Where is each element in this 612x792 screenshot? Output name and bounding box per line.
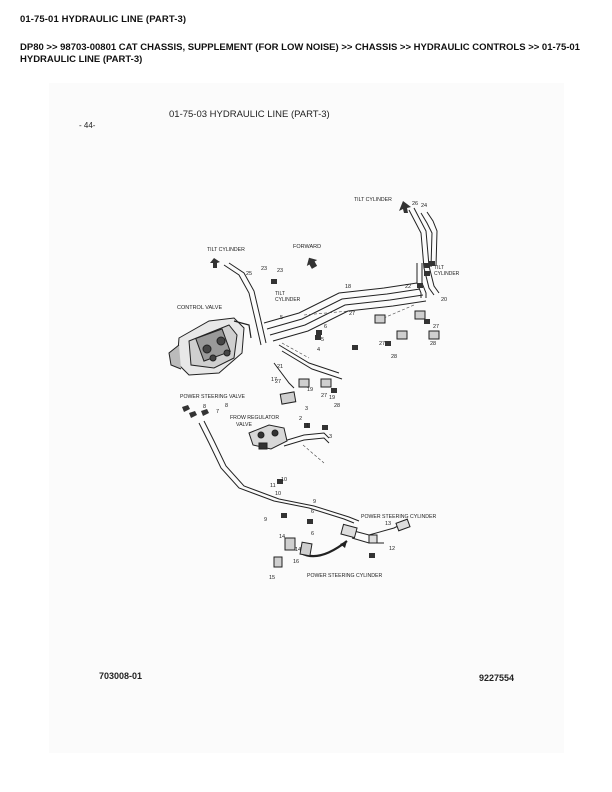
callout-16: 16 xyxy=(293,559,299,565)
callout-17: 17 xyxy=(271,377,277,383)
label-control-valve: CONTROL VALVE xyxy=(177,305,222,311)
callout-9b: 9 xyxy=(313,499,316,505)
control-valve xyxy=(168,317,252,376)
callout-6c: 6 xyxy=(311,531,314,537)
label-flow-regulator-valve: FROW REGULATOR xyxy=(230,415,279,421)
callout-27b: 27 xyxy=(379,341,385,347)
callout-27e: 27 xyxy=(275,379,281,385)
tilt-arrow-top-icon xyxy=(399,201,411,213)
callout-22: 22 xyxy=(405,284,411,290)
callout-23: 23 xyxy=(261,266,267,272)
diagram-sheet: - 44- 01-75-03 HYDRAULIC LINE (PART-3) F… xyxy=(49,83,564,753)
callout-24: 24 xyxy=(421,203,427,209)
callout-28c: 28 xyxy=(334,403,340,409)
ps-cylinder xyxy=(340,518,411,544)
callout-28b: 28 xyxy=(430,341,436,347)
forward-arrow-icon xyxy=(306,257,318,269)
callout-14b: 14 xyxy=(295,547,301,553)
callout-27c: 27 xyxy=(433,324,439,330)
label-forward: FORWARD xyxy=(293,244,321,250)
callout-11: 11 xyxy=(270,483,276,489)
callout-18: 18 xyxy=(345,284,351,290)
callout-numbers: 1 2 3 4 5 6 7 8 9 10 11 12 13 14 15 16 1… xyxy=(203,201,447,581)
callout-19: 19 xyxy=(307,387,313,393)
callout-1: 1 xyxy=(306,423,309,429)
sheet-section-title: 01-75-03 HYDRAULIC LINE (PART-3) xyxy=(169,109,330,120)
hydraulic-line-diagram: - 44- 01-75-03 HYDRAULIC LINE (PART-3) F… xyxy=(79,109,514,683)
callout-26: 26 xyxy=(412,201,418,207)
label-tilt-cylinder-left: TILT CYLINDER xyxy=(207,247,245,253)
callout-5: 5 xyxy=(321,337,324,343)
tilt-arrow-left-icon xyxy=(210,258,220,268)
callout-25: 25 xyxy=(246,271,252,277)
callout-8b: 8 xyxy=(225,403,228,409)
callout-numbers-repeat: 23 5 27 27 28 27 28 19 27 3 9 6 10 6 14 … xyxy=(225,268,439,553)
callout-13: 13 xyxy=(385,521,391,527)
callout-10: 10 xyxy=(281,477,287,483)
callout-27: 27 xyxy=(349,311,355,317)
pipe-group xyxy=(198,207,440,558)
callout-6: 6 xyxy=(324,324,327,330)
label-power-steering-valve: POWER STEERING VALVE xyxy=(180,394,245,400)
ps-valve-fittings xyxy=(182,405,209,418)
label-flow-regulator-valve-2: VALVE xyxy=(236,422,252,428)
callout-28: 28 xyxy=(391,354,397,360)
callout-19b: 19 xyxy=(329,395,335,401)
callout-21: 21 xyxy=(277,364,283,370)
callout-15: 15 xyxy=(269,575,275,581)
sheet-page-number: - 44- xyxy=(79,121,96,130)
label-tilt-cylinder-mid: TILT xyxy=(275,291,285,297)
callout-27d: 27 xyxy=(321,393,327,399)
callout-3b: 3 xyxy=(329,434,332,440)
ps-arrow-icon xyxy=(340,541,347,548)
callout-14: 14 xyxy=(279,534,285,540)
callout-5b: 5 xyxy=(280,315,283,321)
label-ps-cylinder-right: POWER STEERING CYLINDER xyxy=(361,514,436,520)
callout-12: 12 xyxy=(389,546,395,552)
label-ps-cylinder-bottom: POWER STEERING CYLINDER xyxy=(307,573,382,579)
fitting-nuts xyxy=(271,261,435,558)
page-title: 01-75-01 HYDRAULIC LINE (PART-3) xyxy=(20,14,187,25)
callout-8: 8 xyxy=(203,404,206,410)
callout-3: 3 xyxy=(305,406,308,412)
flow-regulator-valve xyxy=(248,424,288,450)
callout-9: 9 xyxy=(264,517,267,523)
label-tilt-cylinder-top: TILT CYLINDER xyxy=(354,197,392,203)
callout-4: 4 xyxy=(317,347,320,353)
callout-7: 7 xyxy=(216,409,219,415)
label-tilt-cylinder-right-2: CYLINDER xyxy=(434,271,460,277)
label-tilt-cylinder-right: TILT xyxy=(434,265,444,271)
drawing-number: 703008-01 xyxy=(99,671,142,681)
callout-23b: 23 xyxy=(277,268,283,274)
label-tilt-cylinder-mid-2: CYLINDER xyxy=(275,297,301,303)
breadcrumb: DP80 >> 98703-00801 CAT CHASSIS, SUPPLEM… xyxy=(20,42,580,65)
part-number: 9227554 xyxy=(479,673,514,683)
callout-10b: 10 xyxy=(275,491,281,497)
callout-20: 20 xyxy=(441,297,447,303)
clamp-parts xyxy=(273,310,440,568)
callout-6b: 6 xyxy=(311,509,314,515)
callout-2: 2 xyxy=(299,416,302,422)
